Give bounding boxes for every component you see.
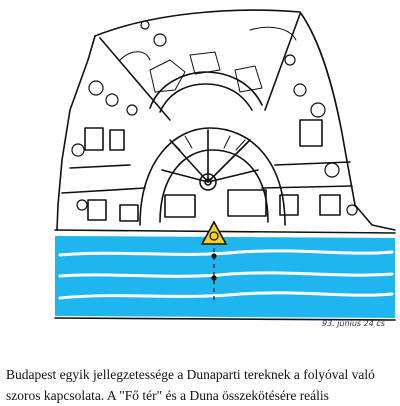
road-horizontal-1 — [69, 161, 351, 169]
central-plaza-inner-arc — [159, 149, 269, 223]
danube-river — [55, 236, 395, 318]
lower-riverbank — [54, 317, 396, 321]
building-block — [109, 129, 125, 151]
road-horizontal-2 — [61, 185, 353, 194]
river-access-marker — [200, 220, 228, 245]
site-boundary — [56, 9, 396, 231]
building-block — [119, 204, 139, 222]
building-block — [227, 189, 267, 217]
central-plaza-arc — [139, 127, 286, 226]
road-diagonal — [99, 13, 301, 121]
caption-line-1: Budapest egyik jellegzetessége a Dunapar… — [6, 367, 375, 382]
caption: Budapest egyik jellegzetessége a Dunapar… — [6, 364, 396, 406]
building-block — [279, 194, 299, 216]
building-block — [319, 194, 341, 216]
building-block — [299, 119, 323, 147]
building-block — [164, 194, 196, 218]
sketch-date-handwriting: 93. június 24 cs — [322, 319, 385, 328]
upper-riverbank — [54, 229, 396, 234]
urban-plan-sketch: 93. június 24 cs — [54, 9, 396, 328]
caption-line-2: szoros kapcsolata. A "Fő tér" és a Duna … — [6, 388, 329, 403]
building-block — [84, 127, 104, 151]
building-block — [87, 199, 107, 221]
